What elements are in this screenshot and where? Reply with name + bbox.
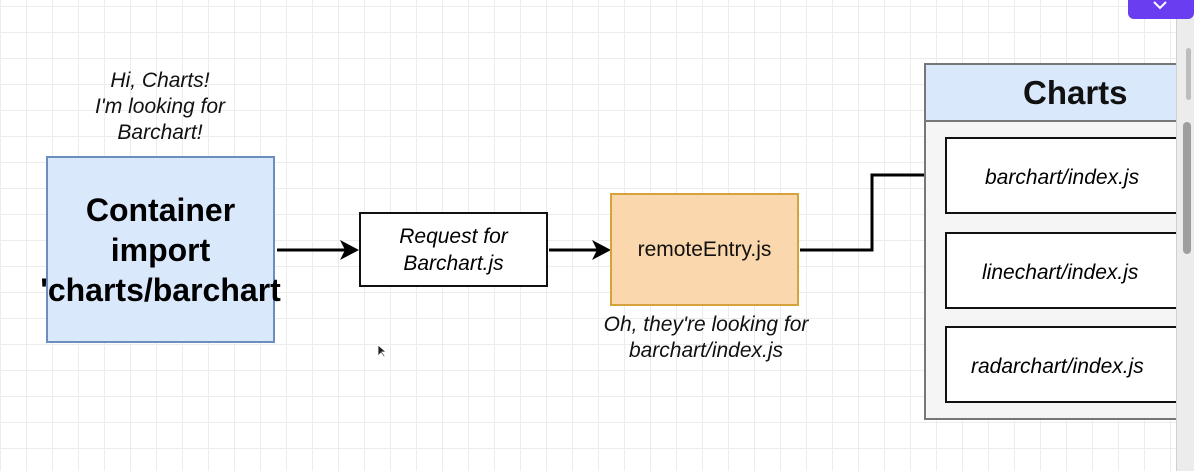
arrowhead-request	[340, 240, 359, 260]
request-box-line-2: Barchart.js	[403, 251, 504, 275]
corner-button-icon	[1153, 1, 1167, 10]
container-note-line-3: Barchart!	[117, 121, 203, 144]
container-box-line-1: Container	[85, 191, 236, 228]
request-box-line-1: Request for	[399, 224, 508, 248]
container-note: Hi, Charts! I'm looking for Barchart!	[62, 68, 258, 146]
remote-note: Oh, they're looking for barchart/index.j…	[570, 312, 842, 364]
container-box-line-2: import	[110, 231, 211, 268]
charts-item-radarchart-label: radarchart/index.js	[971, 355, 1144, 378]
remote-note-line-1: Oh, they're looking for	[603, 313, 809, 336]
container-note-line-1: Hi, Charts!	[110, 69, 210, 92]
charts-group-header: Charts	[926, 65, 1186, 122]
vertical-scrollbar-thumb[interactable]	[1183, 122, 1191, 254]
container-box-line-3: 'charts/barchart	[40, 271, 281, 308]
charts-group-title: Charts	[1023, 74, 1128, 111]
remote-entry-label: remoteEntry.js	[637, 237, 772, 261]
charts-item-linechart-label: linechart/index.js	[982, 261, 1139, 284]
mouse-cursor-icon	[377, 344, 387, 358]
container-note-line-2: I'm looking for	[94, 95, 226, 118]
remote-note-line-2: barchart/index.js	[628, 339, 784, 362]
charts-item-radarchart[interactable]: radarchart/index.js	[945, 326, 1186, 403]
corner-toolbar-button[interactable]	[1128, 0, 1194, 19]
container-box[interactable]: Container import 'charts/barchart	[40, 156, 281, 343]
charts-item-barchart-label: barchart/index.js	[985, 166, 1140, 189]
charts-item-barchart[interactable]: barchart/index.js	[945, 137, 1186, 214]
arrowhead-remote	[592, 240, 611, 260]
charts-group[interactable]: Charts barchart/index.js linechart/index…	[924, 63, 1186, 420]
scrollbar-thumb-secondary[interactable]	[1186, 48, 1191, 100]
remote-entry-box[interactable]: remoteEntry.js	[610, 193, 799, 306]
arrow-remote-to-charts	[800, 173, 931, 252]
request-box[interactable]: Request for Barchart.js	[359, 212, 548, 287]
charts-item-linechart[interactable]: linechart/index.js	[945, 232, 1186, 309]
